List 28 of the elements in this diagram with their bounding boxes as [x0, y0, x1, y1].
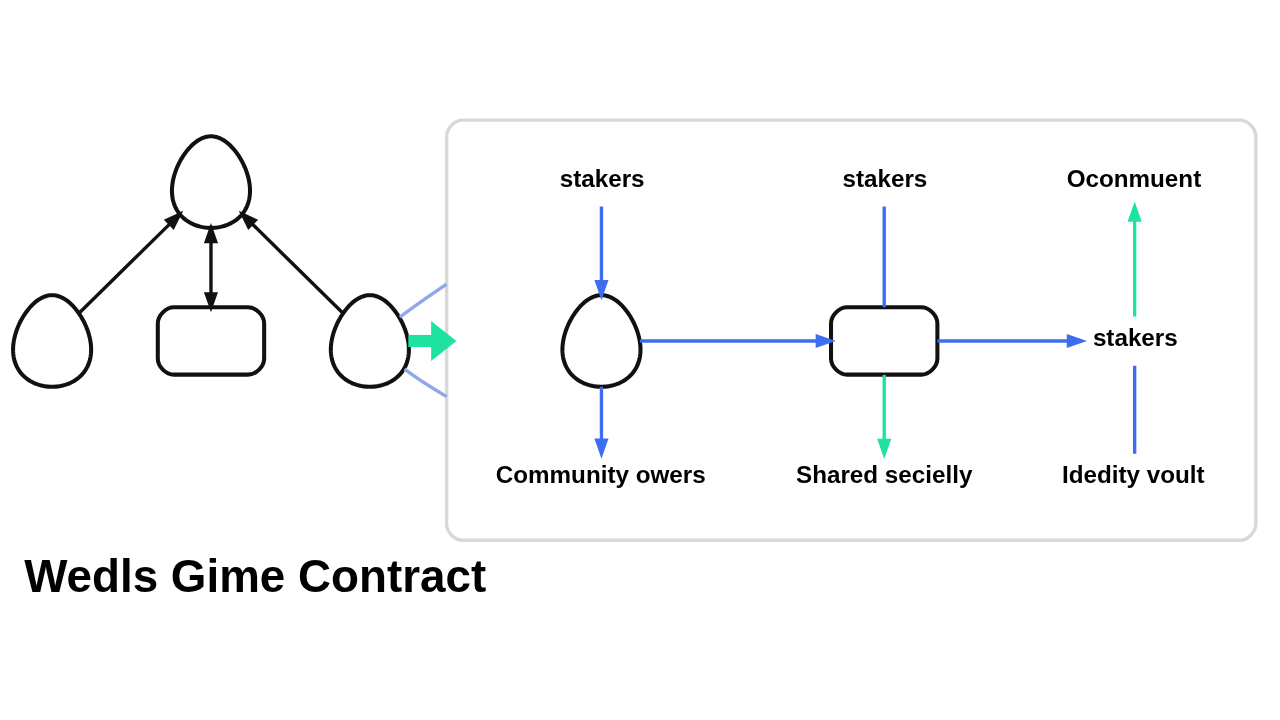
node-text: stakers — [559, 164, 645, 192]
connector — [398, 282, 448, 318]
node-person — [328, 292, 411, 389]
diagram-title: Wedls Gime Contract — [24, 550, 487, 602]
connector — [882, 206, 886, 307]
connector — [403, 367, 448, 398]
node-box — [155, 304, 267, 377]
arrow — [640, 333, 836, 348]
node-text: Shared secielly — [796, 460, 973, 488]
arrow — [408, 320, 457, 361]
arrow — [1127, 200, 1142, 316]
arrow — [78, 210, 184, 314]
node-person — [169, 133, 253, 230]
node-text: Idedity voult — [1061, 460, 1205, 488]
arrow — [594, 386, 609, 459]
node-person — [560, 292, 643, 389]
arrow — [937, 333, 1087, 348]
arrow — [238, 210, 344, 314]
node-person — [11, 292, 94, 389]
node-text: Oconmuent — [1066, 164, 1202, 192]
node-text: stakers — [842, 164, 928, 192]
node-text: Community owers — [495, 460, 706, 488]
arrow — [203, 222, 219, 312]
arrow — [594, 206, 609, 300]
node-text: stakers — [1092, 323, 1178, 351]
node-box — [829, 304, 940, 377]
connector — [1132, 365, 1137, 454]
arrow — [877, 374, 892, 459]
